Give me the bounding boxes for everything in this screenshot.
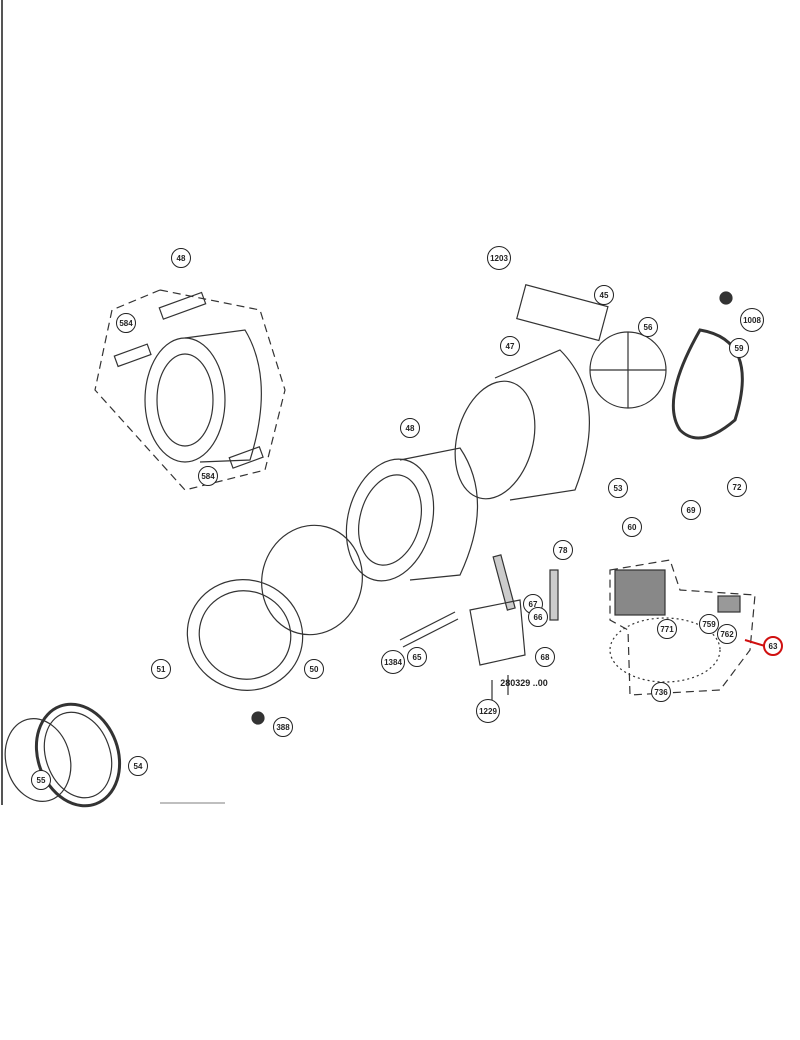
callout-78: 78 [553, 540, 573, 560]
callout-66: 66 [528, 607, 548, 627]
drum-assembly-group [94, 289, 286, 491]
part-code-label: 280329 ..00 [500, 678, 548, 688]
callout-1384: 1384 [381, 650, 405, 674]
callout-584-a: 584 [116, 313, 136, 333]
callout-1008: 1008 [740, 308, 764, 332]
callout-56: 56 [638, 317, 658, 337]
callout-65: 65 [407, 647, 427, 667]
callout-68: 68 [535, 647, 555, 667]
rear-tub [454, 283, 744, 501]
front-tub [186, 579, 304, 691]
middle-drum [345, 447, 479, 582]
callout-762: 762 [717, 624, 737, 644]
callout-48-drum: 48 [400, 418, 420, 438]
callout-1203: 1203 [487, 246, 511, 270]
motor-group [609, 559, 766, 696]
callout-584-b: 584 [198, 466, 218, 486]
callout-1229: 1229 [476, 699, 500, 723]
callout-54: 54 [128, 756, 148, 776]
callout-53: 53 [608, 478, 628, 498]
door-ring [4, 702, 122, 808]
callout-69: 69 [681, 500, 701, 520]
callout-45: 45 [594, 285, 614, 305]
gasket-ring-49 [261, 524, 363, 636]
callout-50: 50 [304, 659, 324, 679]
callout-72: 72 [727, 477, 747, 497]
callout-771: 771 [657, 619, 677, 639]
callout-47: 47 [500, 336, 520, 356]
callout-60: 60 [622, 517, 642, 537]
callout-51: 51 [151, 659, 171, 679]
callout-63-highlighted: 63 [763, 636, 783, 656]
callout-736: 736 [651, 682, 671, 702]
callout-388: 388 [273, 717, 293, 737]
callout-759: 759 [699, 614, 719, 634]
callout-59: 59 [729, 338, 749, 358]
callout-55: 55 [31, 770, 51, 790]
callout-48-drum-top: 48 [171, 248, 191, 268]
